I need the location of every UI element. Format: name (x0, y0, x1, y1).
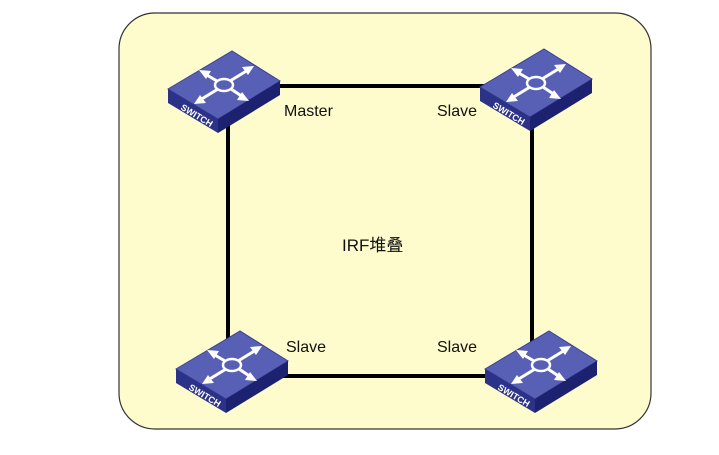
role-label-bottom-right: Slave (437, 339, 478, 356)
role-label-bottom-left: Slave (286, 339, 327, 356)
irf-stack-label: IRF堆叠 (342, 236, 404, 255)
role-label-top-right: Slave (437, 103, 478, 120)
role-label-top-left: Master (284, 103, 333, 120)
